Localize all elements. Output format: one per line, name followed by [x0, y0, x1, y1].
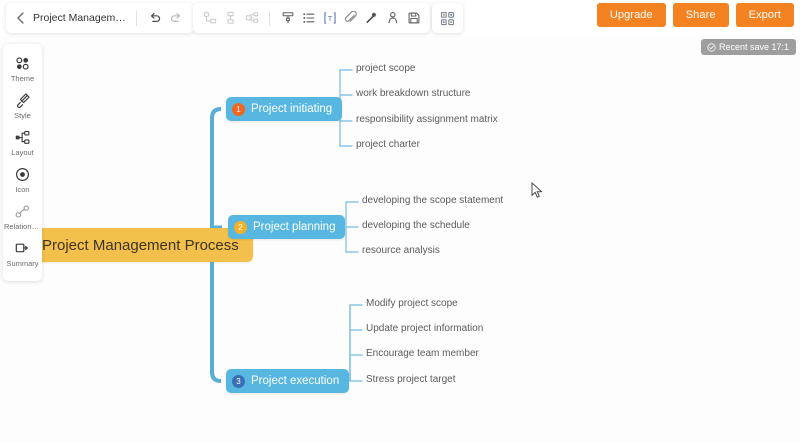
leaf-node[interactable]: work breakdown structure	[356, 88, 471, 99]
save-status-text: Recent save 17:1	[718, 42, 789, 52]
divider	[269, 10, 270, 26]
save-status-badge: Recent save 17:1	[700, 39, 796, 55]
leaf-node[interactable]: project scope	[356, 63, 416, 74]
top-toolbar: Project Management ...	[0, 0, 800, 55]
check-circle-icon	[707, 42, 716, 52]
text-box-icon[interactable]: T	[319, 8, 340, 29]
root-node-label: Project Management Process	[42, 236, 239, 254]
divider	[136, 10, 137, 26]
upgrade-button[interactable]: Upgrade	[596, 3, 666, 27]
grid-layout-panel	[432, 3, 463, 33]
leaf-node[interactable]: Stress project target	[366, 374, 456, 385]
branch-label-2: Project planning	[253, 221, 336, 233]
sidebar-item-style[interactable]: Style	[3, 88, 42, 125]
sidebar-item-relation-line[interactable]: Relation li...	[3, 199, 42, 236]
branch-node-3[interactable]: 3 Project execution	[226, 369, 350, 393]
layout-icon	[15, 129, 30, 146]
format-brush-icon[interactable]	[277, 8, 298, 29]
leaf-node[interactable]: Encourage team member	[366, 348, 479, 359]
save-floppy-icon[interactable]	[403, 8, 424, 29]
leaf-node[interactable]: developing the schedule	[362, 220, 470, 231]
export-button[interactable]: Export	[735, 3, 794, 27]
document-title[interactable]: Project Management ...	[33, 12, 129, 24]
leaf-node[interactable]: Modify project scope	[366, 298, 458, 309]
summary-icon	[15, 240, 30, 257]
style-brush-icon	[15, 92, 30, 109]
relationship-people-icon[interactable]	[382, 8, 403, 29]
branch-label-3: Project execution	[251, 375, 340, 387]
sidebar-label-theme: Theme	[10, 74, 35, 83]
branch-label-1: Project initiating	[251, 103, 333, 115]
branch-badge-2: 2	[234, 220, 247, 234]
edit-tools-panel: T	[193, 3, 430, 33]
leaf-node[interactable]: responsibility assignment matrix	[356, 114, 498, 125]
bullet-list-icon[interactable]	[298, 8, 319, 29]
sidebar-label-summary: Summary	[6, 259, 39, 268]
sidebar-item-theme[interactable]: Theme	[3, 51, 42, 88]
sidebar-label-style: Style	[14, 111, 31, 120]
svg-text:T: T	[327, 14, 332, 23]
grid-layout-icon[interactable]	[437, 8, 458, 29]
insert-child-node-icon[interactable]	[220, 8, 241, 29]
sidebar-label-relation-line: Relation li...	[4, 222, 41, 231]
sidebar-item-icon[interactable]: Icon	[3, 162, 42, 199]
sidebar-label-layout: Layout	[11, 148, 34, 157]
branch-badge-3: 3	[232, 374, 245, 388]
action-buttons: Upgrade Share Export Recent save 17:1	[596, 3, 796, 55]
leaf-node[interactable]: project charter	[356, 139, 420, 150]
undo-arrow-icon[interactable]	[144, 8, 165, 29]
branch-badge-1: 1	[232, 102, 245, 116]
branch-node-1[interactable]: 1 Project initiating	[226, 97, 343, 121]
insert-sibling-node-icon[interactable]	[199, 8, 220, 29]
branch-node-2[interactable]: 2 Project planning	[228, 215, 346, 239]
attachment-clip-icon[interactable]	[340, 8, 361, 29]
back-button[interactable]	[12, 10, 28, 26]
share-button[interactable]: Share	[672, 3, 729, 27]
sidebar-item-layout[interactable]: Layout	[3, 125, 42, 162]
redo-arrow-icon[interactable]	[165, 8, 186, 29]
icon-circle-icon	[15, 166, 30, 183]
theme-icon	[15, 55, 30, 72]
left-sidebar: Theme Style Layout Icon Relation li...	[3, 44, 42, 281]
magic-wand-icon[interactable]	[361, 8, 382, 29]
mindmap-canvas[interactable]: Project Management Process 1 Project ini…	[0, 36, 800, 442]
root-node[interactable]: Project Management Process	[28, 228, 253, 262]
leaf-node[interactable]: developing the scope statement	[362, 195, 504, 206]
leaf-node[interactable]: Update project information	[366, 323, 484, 334]
document-title-panel: Project Management ...	[6, 3, 194, 33]
sidebar-item-summary[interactable]: Summary	[3, 236, 42, 273]
sidebar-label-icon: Icon	[15, 185, 30, 194]
relation-line-icon	[15, 203, 30, 220]
insert-parent-node-icon[interactable]	[241, 8, 262, 29]
leaf-node[interactable]: resource analysis	[362, 245, 440, 256]
